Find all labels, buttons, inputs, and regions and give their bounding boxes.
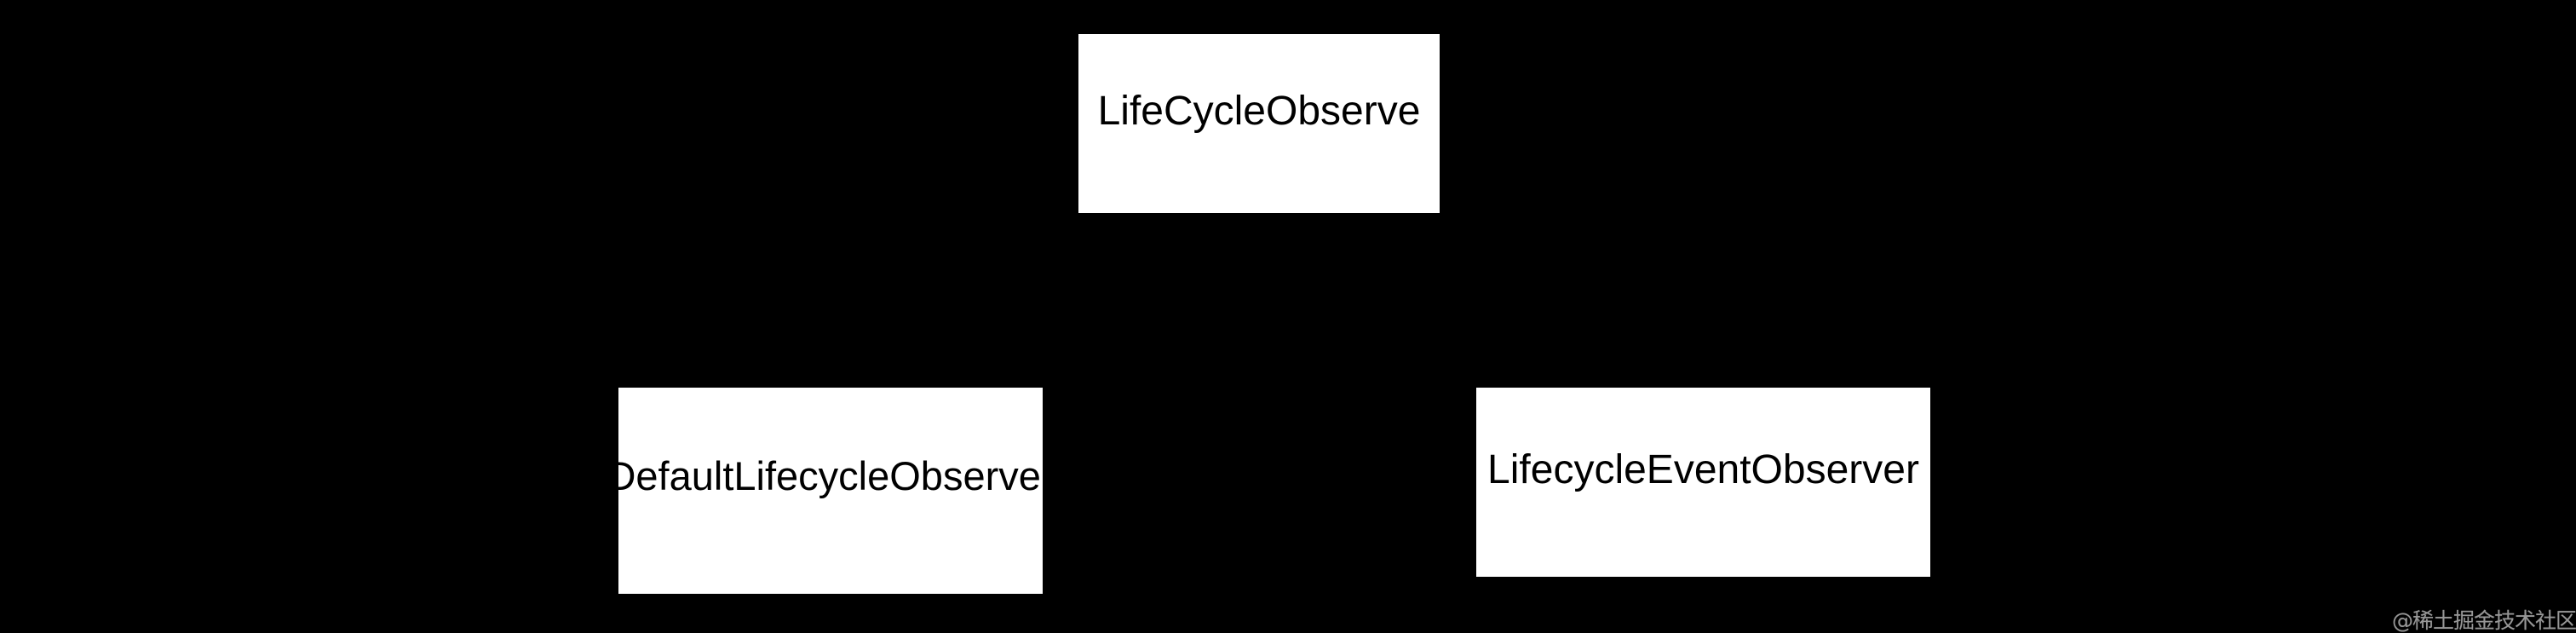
diagram-node-label: LifecycleEventObserver — [1487, 447, 1919, 492]
diagram-node-lifecycleobserve[interactable]: LifeCycleObserve — [1078, 34, 1440, 213]
diagram-node-label: DefaultLifecycleObserver — [618, 452, 1043, 498]
diagram-node-lifecycleeventobserver[interactable]: LifecycleEventObserver — [1476, 388, 1930, 577]
diagram-node-defaultlifecycleobserver[interactable]: DefaultLifecycleObserver — [618, 388, 1043, 594]
watermark-text: @稀土掘金技术社区 — [2391, 608, 2576, 633]
diagram-node-label: LifeCycleObserve — [1097, 89, 1421, 134]
